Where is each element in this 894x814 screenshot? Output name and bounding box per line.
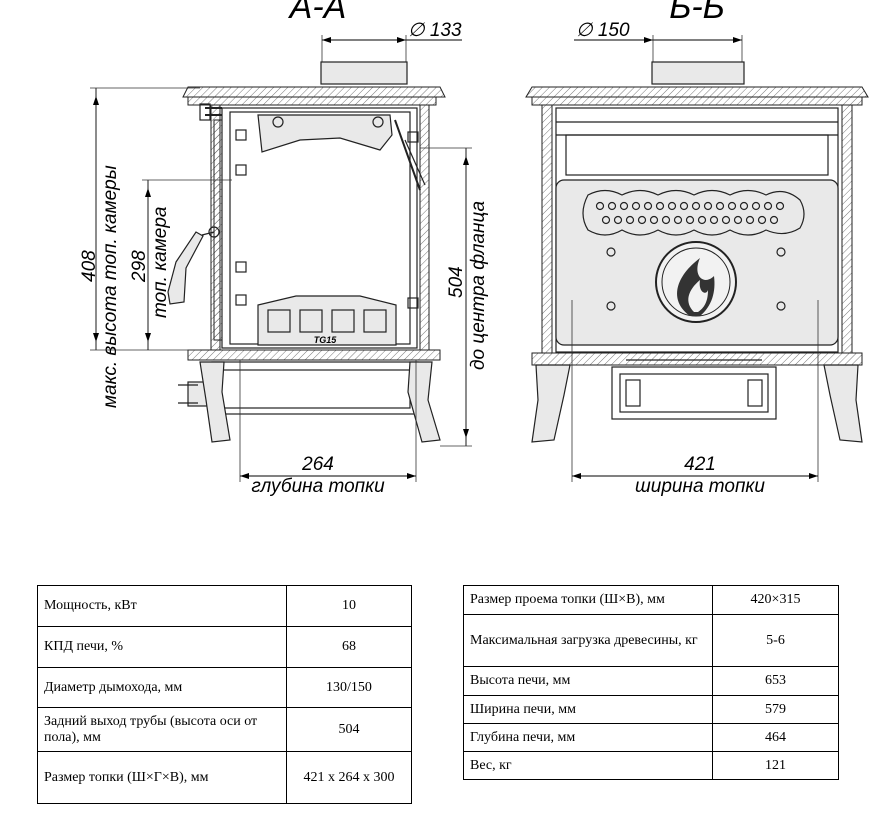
table-row: Диаметр дымохода, мм 130/150 (37, 667, 412, 708)
spec-value: 504 (286, 707, 412, 752)
technical-drawing: А-А ∅ 133 (79, 0, 869, 497)
table-row: Размер топки (Ш×Г×В), мм 421 x 264 x 300 (37, 751, 412, 804)
spec-value: 420×315 (712, 585, 839, 615)
dim-width-value: 421 (684, 454, 716, 475)
spec-label: КПД печи, % (37, 626, 287, 668)
section-a-drawing: А-А ∅ 133 (79, 0, 489, 497)
spec-label: Глубина печи, мм (463, 723, 713, 752)
dim-max-height-value: 408 (79, 250, 100, 282)
spec-label: Мощность, кВт (37, 585, 287, 627)
dim-depth-label: глубина топки (251, 476, 385, 497)
dim-flange-label: до центра фланца (468, 201, 489, 370)
spec-label: Задний выход трубы (высота оси от пола),… (37, 707, 287, 752)
spec-value: 464 (712, 723, 839, 752)
spec-value: 130/150 (286, 667, 412, 708)
spec-table-left: Мощность, кВт 10 КПД печи, % 68 Диаметр … (37, 585, 412, 804)
table-row: Мощность, кВт 10 (37, 585, 412, 627)
spec-value: 121 (712, 751, 839, 780)
spec-label: Вес, кг (463, 751, 713, 780)
flame-logo (655, 241, 737, 323)
dim-width-label: ширина топки (635, 476, 765, 497)
spec-label: Ширина печи, мм (463, 695, 713, 724)
spec-label: Максимальная загрузка древесины, кг (463, 614, 713, 667)
spec-value: 68 (286, 626, 412, 668)
grate-mark: TG15 (314, 335, 338, 345)
spec-label: Диаметр дымохода, мм (37, 667, 287, 708)
spec-label: Размер проема топки (Ш×В), мм (463, 585, 713, 615)
section-b-flue-diameter: ∅ 150 (576, 20, 630, 41)
section-a-title: А-А (288, 0, 347, 26)
dim-chamber-value: 298 (129, 250, 150, 283)
spec-value: 653 (712, 666, 839, 696)
spec-value: 10 (286, 585, 412, 627)
table-row: Максимальная загрузка древесины, кг 5-6 (463, 614, 839, 667)
table-row: Высота печи, мм 653 (463, 666, 839, 696)
table-row: Размер проема топки (Ш×В), мм 420×315 (463, 585, 839, 615)
section-b-drawing: Б-Б ∅ 150 (525, 0, 869, 497)
dim-chamber-label: топ. камера (150, 207, 171, 318)
section-a-flue-diameter: ∅ 133 (408, 20, 462, 41)
spec-value: 421 x 264 x 300 (286, 751, 412, 804)
table-row: Ширина печи, мм 579 (463, 695, 839, 724)
spec-label: Размер топки (Ш×Г×В), мм (37, 751, 287, 804)
spec-table-right: Размер проема топки (Ш×В), мм 420×315 Ма… (463, 585, 839, 780)
table-row: КПД печи, % 68 (37, 626, 412, 668)
spec-value: 579 (712, 695, 839, 724)
dim-flange-value: 504 (446, 266, 467, 298)
table-row: Задний выход трубы (высота оси от пола),… (37, 707, 412, 752)
section-b-title: Б-Б (669, 0, 725, 26)
dim-max-height-label: макс. высота топ. камеры (100, 165, 121, 408)
spec-label: Высота печи, мм (463, 666, 713, 696)
hole-row-bottom (601, 215, 779, 225)
spec-value: 5-6 (712, 614, 839, 667)
table-row: Глубина печи, мм 464 (463, 723, 839, 752)
dim-depth-value: 264 (301, 454, 334, 475)
table-row: Вес, кг 121 (463, 751, 839, 780)
hole-row-top (595, 201, 785, 211)
